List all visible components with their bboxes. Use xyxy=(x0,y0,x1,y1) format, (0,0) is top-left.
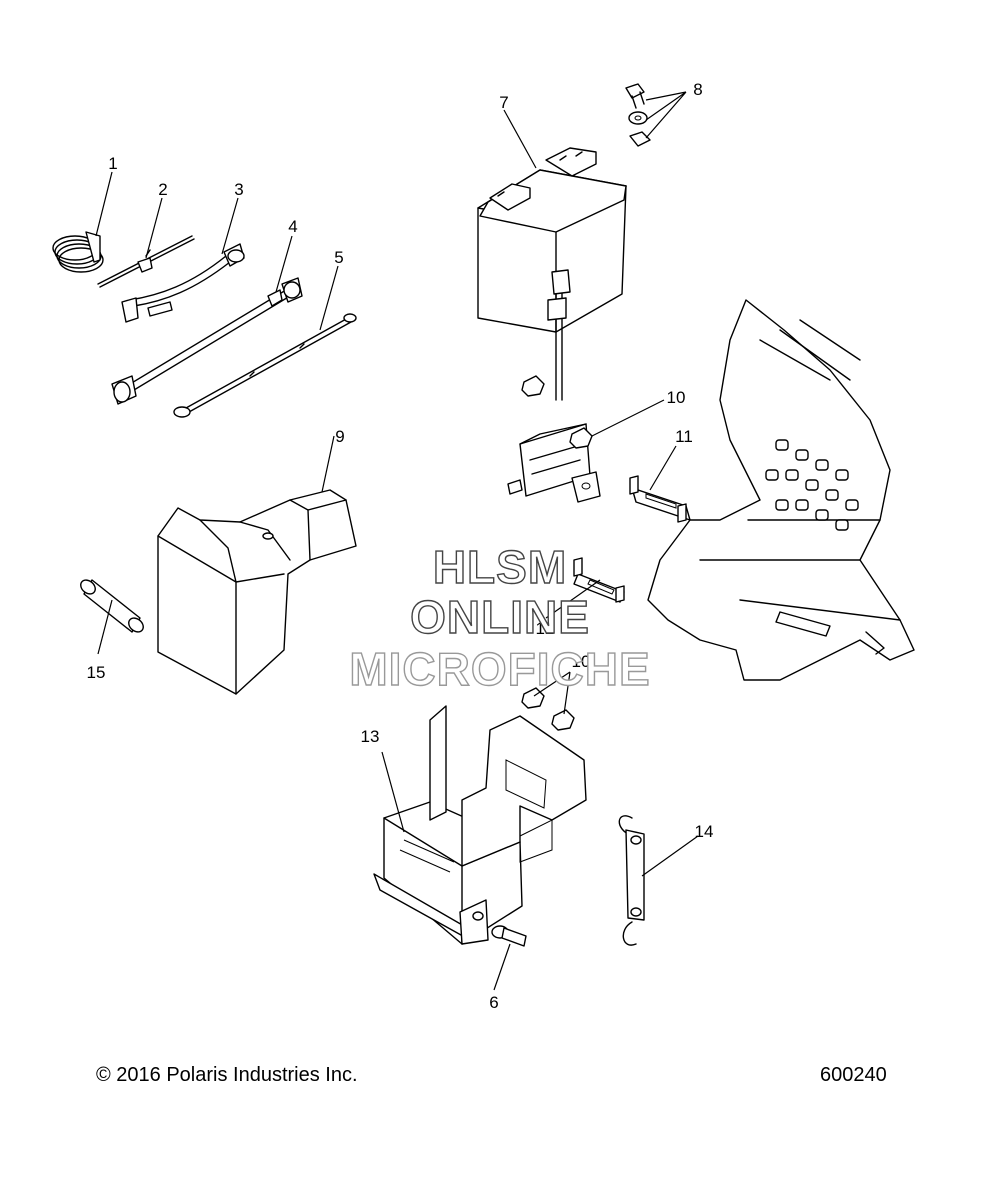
callout-6: 6 xyxy=(489,993,498,1012)
part-13-battery-tray xyxy=(373,705,587,945)
figure-number: 600240 xyxy=(820,1064,887,1086)
part-10-nut-lower-right xyxy=(551,709,575,731)
callout-8: 8 xyxy=(693,80,702,99)
callout-13: 13 xyxy=(361,727,380,746)
part-6-bolt xyxy=(491,925,527,947)
part-10-nut-upper-right xyxy=(569,427,593,449)
callout-3: 3 xyxy=(234,180,243,199)
part-12-clip xyxy=(573,557,625,603)
part-2-cable-tie xyxy=(97,235,195,288)
watermark-line-1: HLSM xyxy=(432,540,568,593)
watermark-line-3: MICROFICHE xyxy=(349,642,651,695)
copyright-text: © 2016 Polaris Industries Inc. xyxy=(96,1064,358,1086)
callout-labels: 1 2 3 4 5 6 7 8 9 10 10 11 12 13 14 15 xyxy=(87,80,714,1012)
callout-12: 12 xyxy=(536,619,555,638)
callout-1: 1 xyxy=(108,154,117,173)
part-10-nut-upper-left xyxy=(521,375,545,397)
leader-lines xyxy=(95,91,699,991)
part-8-hardware xyxy=(625,83,651,147)
callout-5: 5 xyxy=(334,248,343,267)
part-5-ground-cable xyxy=(173,313,357,418)
part-4-battery-cable-long xyxy=(111,277,303,405)
callout-7: 7 xyxy=(499,93,508,112)
part-1-coil-strap xyxy=(52,231,104,273)
callout-11: 11 xyxy=(675,427,693,446)
vehicle-frame-section xyxy=(647,299,915,681)
part-7-battery xyxy=(477,147,627,333)
part-11-bracket xyxy=(629,475,691,523)
part-3-battery-cable-short xyxy=(121,243,245,323)
part-14-hold-down-strap xyxy=(618,815,645,946)
callout-14: 14 xyxy=(695,822,714,841)
callout-10-upper: 10 xyxy=(667,388,686,407)
callout-2: 2 xyxy=(158,180,167,199)
callout-4: 4 xyxy=(288,217,297,236)
callout-15: 15 xyxy=(87,663,106,682)
part-9-battery-cover xyxy=(157,489,357,695)
callout-9: 9 xyxy=(335,427,344,446)
watermark-line-2: ONLINE xyxy=(409,590,590,643)
callout-10-lower: 10 xyxy=(572,652,591,671)
part-15-tube xyxy=(80,579,144,633)
